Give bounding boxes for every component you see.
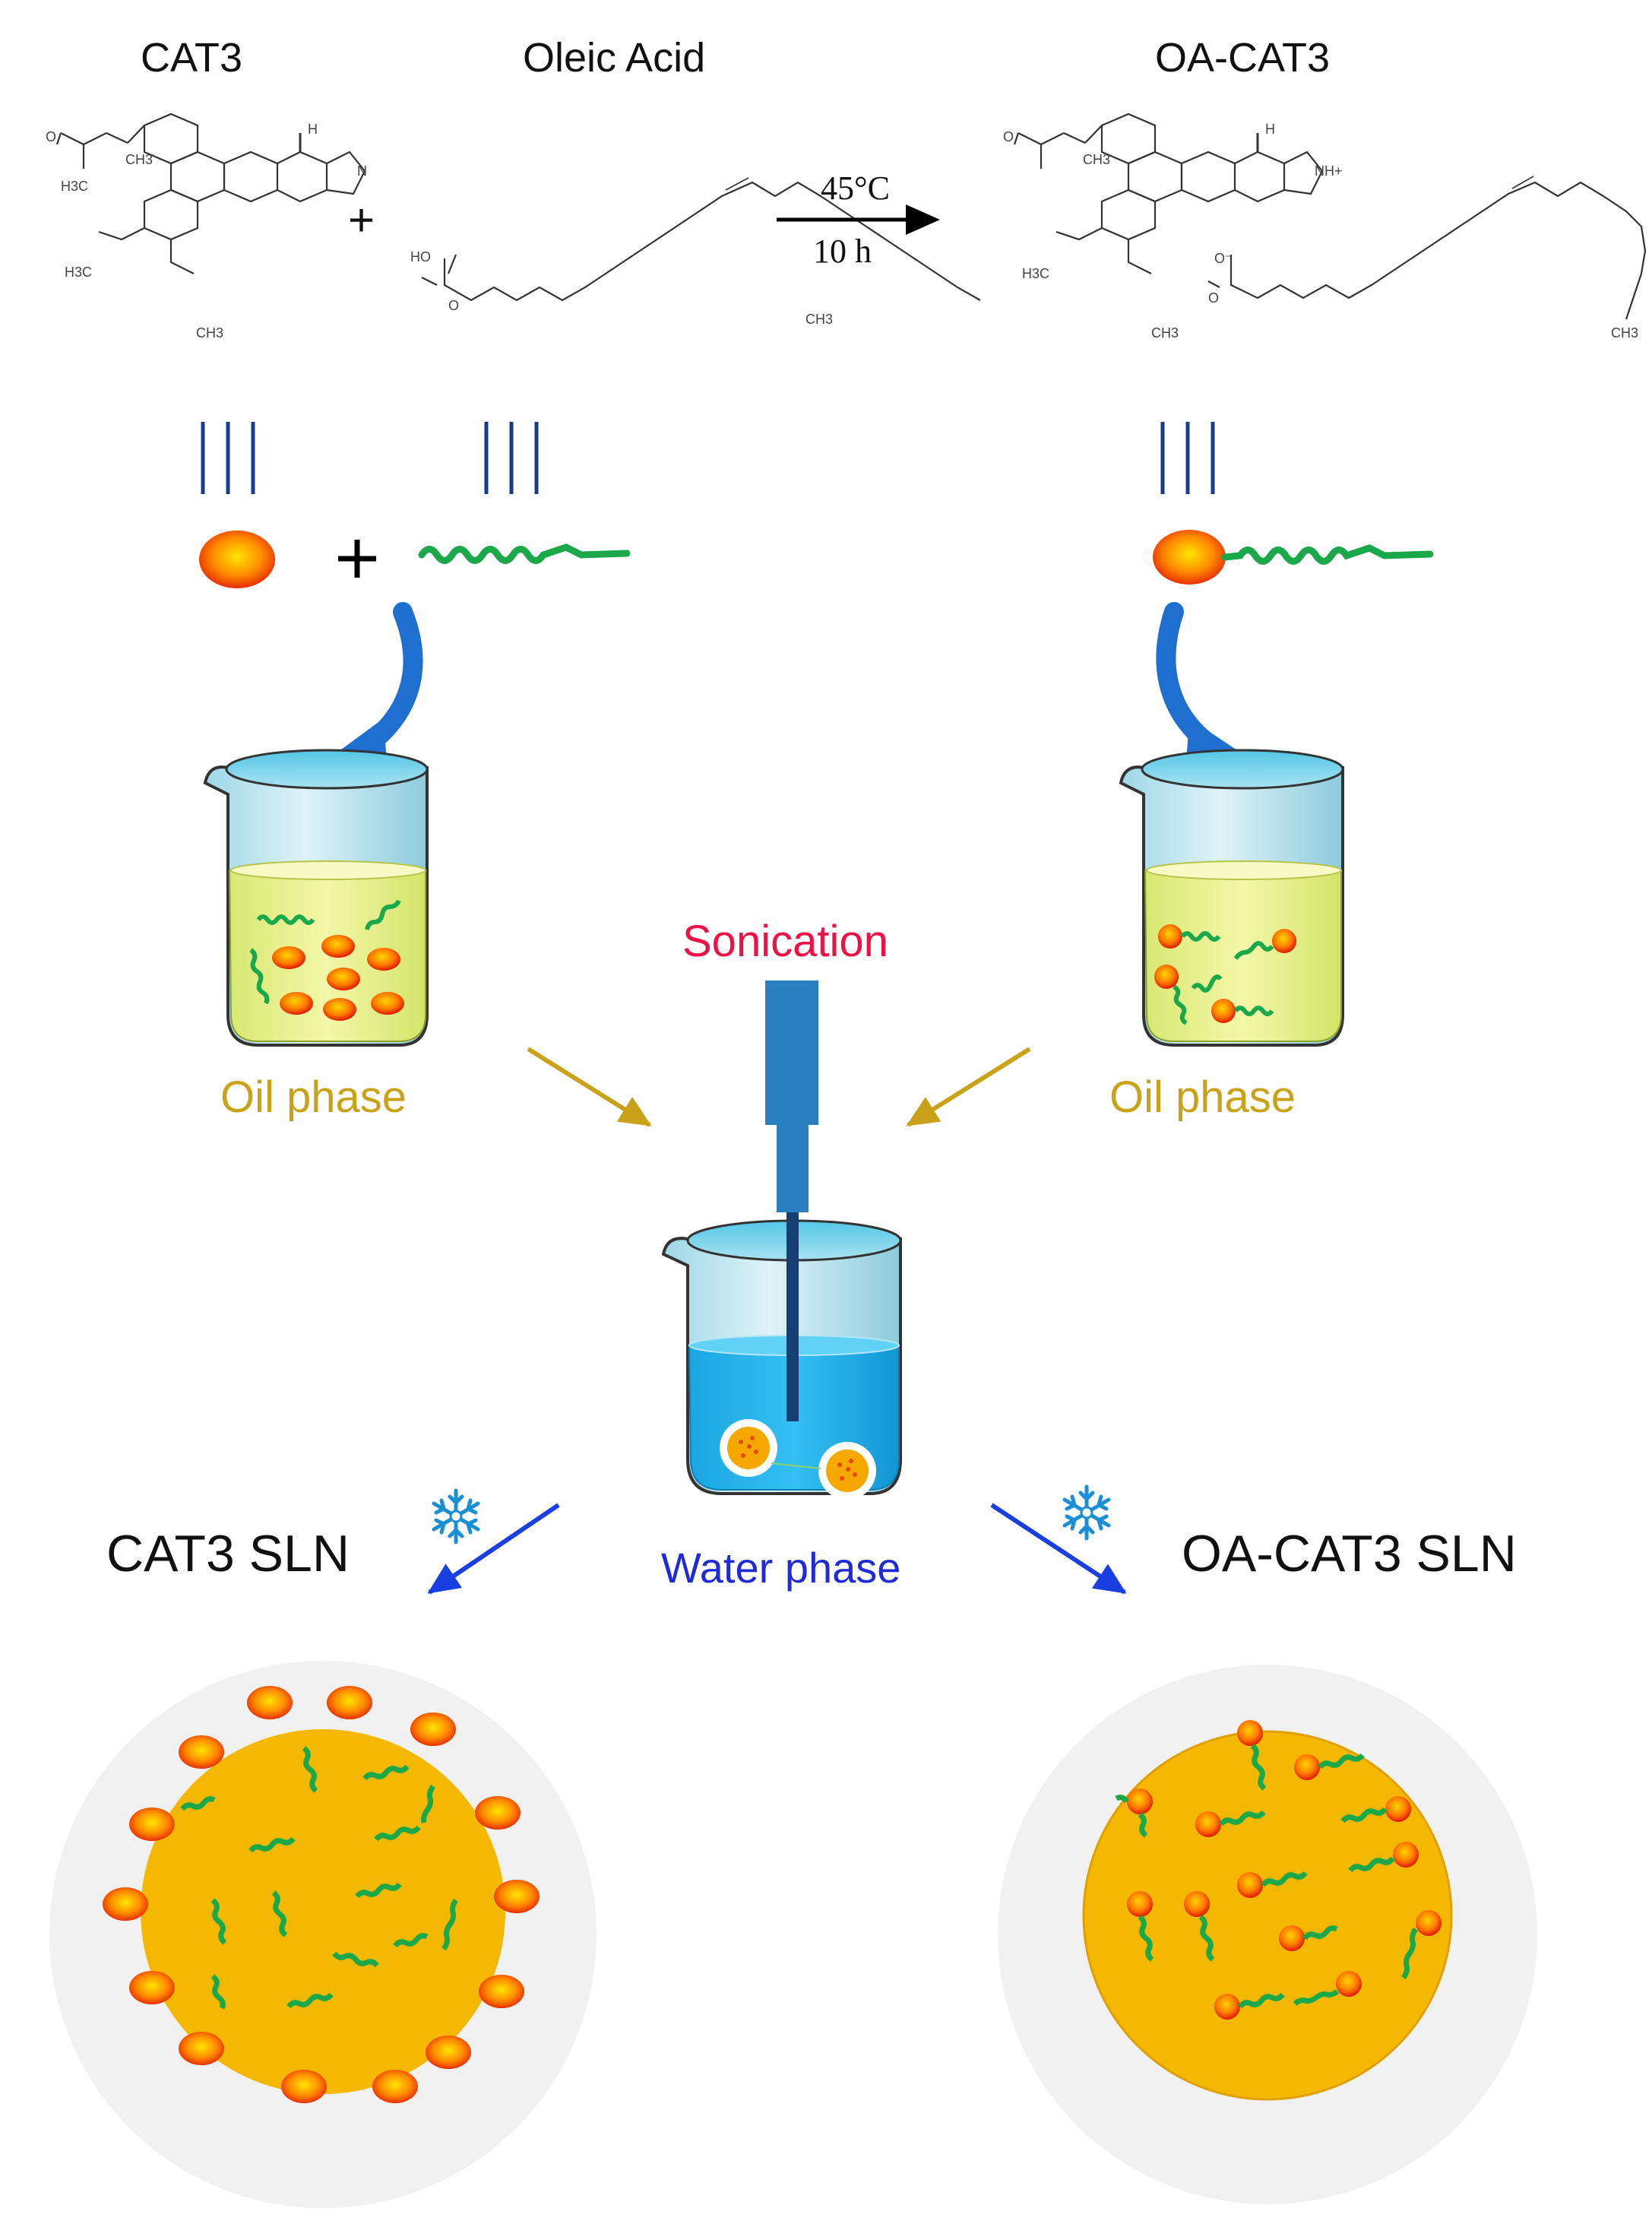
cat3-sln-particle	[49, 1661, 597, 2208]
water-phase-label: Water phase	[661, 1544, 901, 1592]
atom-ch3: CH3	[1083, 152, 1111, 167]
atom-o: O	[46, 129, 57, 144]
oleic-acid-structure	[421, 177, 981, 302]
drug-sphere-icon	[199, 531, 275, 588]
atom-ho: HO	[410, 249, 431, 265]
product-label: OA-CAT3	[1155, 35, 1331, 81]
atom-ch3: CH3	[196, 325, 224, 341]
atom-h: H	[1265, 122, 1275, 137]
atom-o: O	[1003, 129, 1014, 144]
atom-ch3: CH3	[1151, 325, 1179, 341]
cooling-arrow-right	[990, 1503, 1127, 1595]
beaker-icon-center	[661, 1219, 902, 1500]
atom-h: H	[308, 122, 318, 137]
drug-sphere-icon	[1153, 530, 1226, 585]
sonication-label: Sonication	[682, 917, 888, 966]
reactant1-label: CAT3	[141, 35, 243, 81]
atom-h3c: H3C	[61, 179, 89, 194]
atom-ch3: CH3	[805, 312, 834, 327]
plus-sign: +	[348, 195, 375, 246]
fatty-chain-icon	[418, 543, 631, 564]
atom-h3c: H3C	[65, 265, 93, 280]
reactant2-label: Oleic Acid	[523, 35, 706, 81]
atom-nh-plus: NH+	[1315, 163, 1343, 179]
cat3-structure	[55, 112, 366, 274]
snowflake-icon	[1065, 1487, 1109, 1538]
beaker-icon-right	[1119, 749, 1344, 1047]
oil-phase-label-right: Oil phase	[1109, 1072, 1296, 1122]
reaction-temperature: 45°C	[821, 170, 890, 207]
snowflake-icon	[434, 1491, 478, 1542]
atom-h3c: H3C	[1022, 266, 1050, 281]
beaker-icon-left	[203, 749, 429, 1047]
sonicator-probe-icon	[765, 981, 818, 1421]
atom-o-minus: O⁻	[1214, 251, 1233, 266]
atom-o: O	[448, 298, 460, 313]
atom-ch3: CH3	[1611, 325, 1639, 341]
oleate-structure	[1207, 176, 1647, 320]
cooling-arrow-left	[427, 1503, 560, 1595]
oil-arrow-right	[906, 1047, 1031, 1127]
fatty-chain-icon	[1221, 544, 1434, 565]
equivalence-marks	[201, 422, 1215, 494]
atom-n: N	[357, 163, 367, 179]
curved-arrow-left	[347, 602, 423, 762]
atom-o: O	[1208, 290, 1220, 306]
cat3-sln-label: CAT3 SLN	[106, 1525, 350, 1583]
oa-cat3-sln-particle	[998, 1665, 1537, 2204]
reaction-time: 10 h	[813, 233, 872, 270]
oil-arrow-left	[527, 1047, 652, 1127]
oil-phase-label-left: Oil phase	[220, 1072, 407, 1122]
atom-ch3: CH3	[125, 152, 153, 167]
oa-cat3-structure	[1013, 112, 1324, 274]
plus-sign-icons	[338, 540, 376, 578]
oa-cat3-sln-label: OA-CAT3 SLN	[1182, 1525, 1517, 1583]
